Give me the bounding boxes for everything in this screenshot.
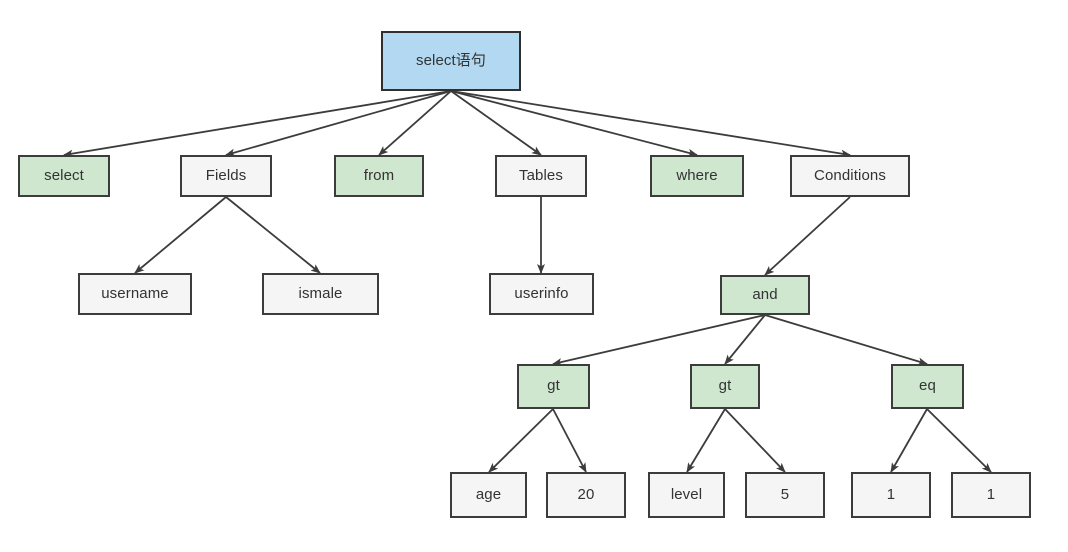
edge-gt1-to-age (488, 408, 554, 473)
node-label: select (44, 166, 84, 184)
edge-and-to-gt1 (552, 314, 766, 366)
node-label: from (363, 166, 395, 184)
node-label: 1 (986, 485, 996, 503)
edge-root-to-conditions (450, 90, 851, 158)
edge-and-to-gt2 (724, 314, 766, 365)
node-label: gt (718, 377, 732, 395)
node-conditions[interactable]: Conditions (790, 155, 910, 197)
edge-root-to-fields (225, 90, 452, 157)
edge-root-to-tables (450, 90, 542, 156)
node-select[interactable]: select (18, 155, 110, 197)
node-age[interactable]: age (450, 472, 527, 518)
node-root[interactable]: select语句 (381, 31, 521, 91)
edge-root-to-where (450, 90, 698, 157)
node-eq[interactable]: eq (891, 364, 964, 409)
node-username[interactable]: username (78, 273, 192, 315)
edge-eq-to-one_b (926, 408, 992, 473)
node-gt2[interactable]: gt (690, 364, 760, 409)
node-one_a[interactable]: 1 (851, 472, 931, 518)
edge-fields-to-username (134, 196, 227, 274)
node-label: 1 (886, 485, 896, 503)
node-twenty[interactable]: 20 (546, 472, 626, 518)
node-from[interactable]: from (334, 155, 424, 197)
node-label: Fields (205, 166, 247, 184)
edge-gt2-to-five (724, 408, 786, 473)
node-label: 20 (577, 485, 595, 503)
node-label: Conditions (814, 166, 886, 184)
edge-root-to-from (378, 90, 452, 156)
edge-eq-to-one_a (890, 408, 928, 473)
node-five[interactable]: 5 (745, 472, 825, 518)
node-label: eq (919, 377, 936, 395)
node-label: select语句 (416, 51, 486, 69)
edge-root-to-select (63, 90, 452, 158)
node-and[interactable]: and (720, 275, 810, 315)
node-label: 5 (780, 485, 790, 503)
node-tables[interactable]: Tables (495, 155, 587, 197)
node-label: where (676, 166, 718, 184)
node-label: ismale (298, 284, 343, 302)
node-where[interactable]: where (650, 155, 744, 197)
node-fields[interactable]: Fields (180, 155, 272, 197)
node-label: level (670, 485, 703, 503)
edge-fields-to-ismale (225, 196, 321, 274)
node-userinfo[interactable]: userinfo (489, 273, 594, 315)
node-ismale[interactable]: ismale (262, 273, 379, 315)
node-label: age (475, 485, 502, 503)
node-gt1[interactable]: gt (517, 364, 590, 409)
node-label: gt (547, 377, 560, 395)
edge-conditions-to-and (764, 196, 851, 276)
edge-gt2-to-level (686, 408, 726, 473)
node-one_b[interactable]: 1 (951, 472, 1031, 518)
node-label: userinfo (514, 284, 569, 302)
node-label: and (752, 285, 778, 303)
edge-and-to-eq (764, 314, 928, 366)
edge-gt1-to-twenty (552, 408, 587, 473)
node-level[interactable]: level (648, 472, 725, 518)
node-label: Tables (519, 166, 563, 184)
node-label: username (101, 284, 169, 302)
